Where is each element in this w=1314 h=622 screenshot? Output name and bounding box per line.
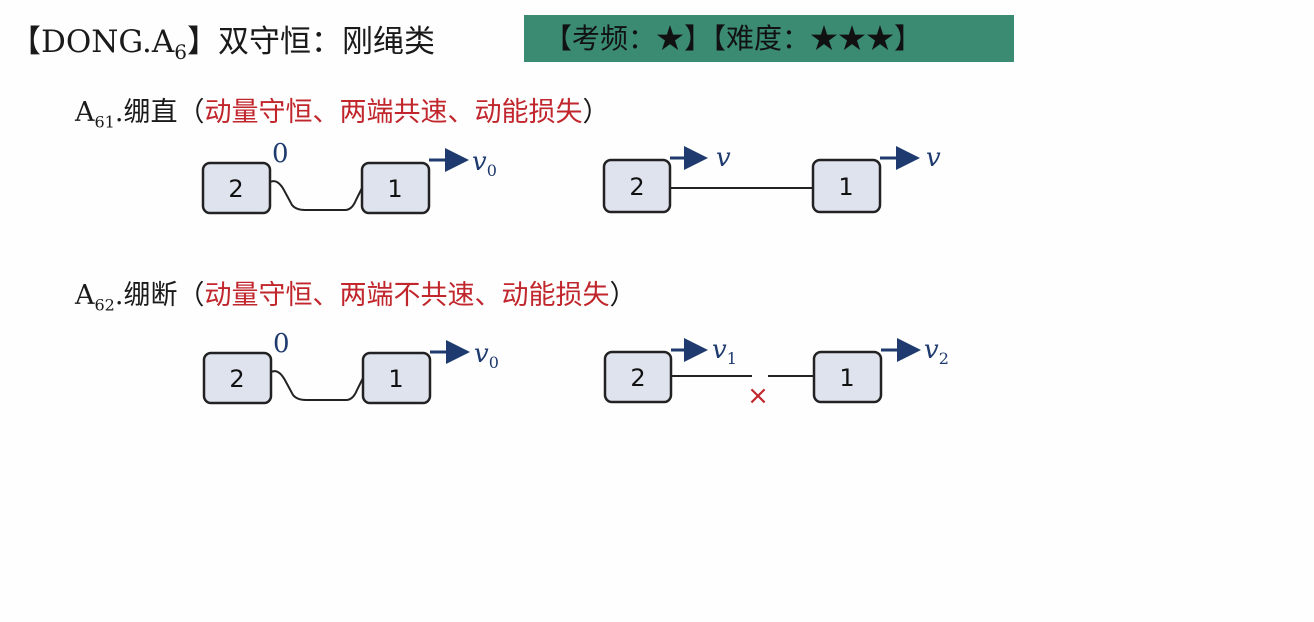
section-a62-heading: A62.绷断（动量守恒、两端不共速、动能损失） [75,273,636,314]
block-2-label: 2 [228,175,243,203]
title-subscript: 6 [174,40,188,65]
block-2 [201,161,272,215]
slack-rope [269,180,363,211]
v-label: v [924,335,939,365]
svg-text:v2: v2 [924,335,949,368]
v0-subscript: 0 [489,353,499,372]
section-a61-heading: A61.绷直（动量守恒、两端共速、动能损失） [75,90,609,131]
velocity-zero-label: 0 [272,139,289,169]
block-1-label: 1 [839,364,854,392]
section-label: A [75,280,95,311]
diagram-broken-rope: 2 × 1 v1 v2 [603,335,949,411]
section-name: .绷断（ [114,280,205,311]
block-2-label: 2 [229,365,244,393]
page-title: 【DONG.A6】双守恒：刚绳类 [10,16,435,64]
section-sub: 62 [94,295,115,315]
block-1-label: 1 [387,175,402,203]
section-close: ） [582,97,610,128]
section-name: .绷直（ [114,97,205,128]
section-close: ） [609,280,637,311]
block-1 [811,158,882,214]
block-2-label: 2 [629,173,644,201]
v-label: v [712,335,727,365]
v-label: v [716,143,731,173]
block-2-label: 2 [630,364,645,392]
block-1-label: 1 [388,365,403,393]
v-label: v [926,143,941,173]
svg-text:v0: v0 [472,147,497,180]
title-suffix: 】双守恒：刚绳类 [187,24,436,60]
v2-subscript: 2 [939,349,949,368]
svg-text:v1: v1 [712,335,737,368]
section-note: 动量守恒、两端不共速、动能损失 [204,280,610,311]
block-1 [361,351,432,405]
svg-text:v0: v0 [474,339,499,372]
v-label: v [474,339,489,369]
section-note: 动量守恒、两端共速、动能损失 [204,97,583,128]
slack-rope [270,370,364,401]
v-label: v [472,147,487,177]
diagram-slack-rope-2: 2 1 0 v0 [202,329,499,405]
title-prefix: 【DONG.A [10,24,175,60]
block-1 [812,350,883,404]
block-1-label: 1 [838,173,853,201]
diagram-taut-rope: 2 1 v v [602,143,941,214]
block-2 [202,351,273,405]
block-2 [602,158,672,214]
section-label: A [75,97,95,128]
difficulty-badge: 【考频：★】【难度：★★★】 [524,15,1014,62]
diagram-slack-rope-1: 2 1 0 v0 [201,139,497,215]
break-mark-icon: × [747,381,769,411]
v0-subscript: 0 [487,161,497,180]
v1-subscript: 1 [727,349,737,368]
section-sub: 61 [94,112,115,132]
velocity-zero-label: 0 [273,329,290,359]
block-1 [360,161,431,215]
